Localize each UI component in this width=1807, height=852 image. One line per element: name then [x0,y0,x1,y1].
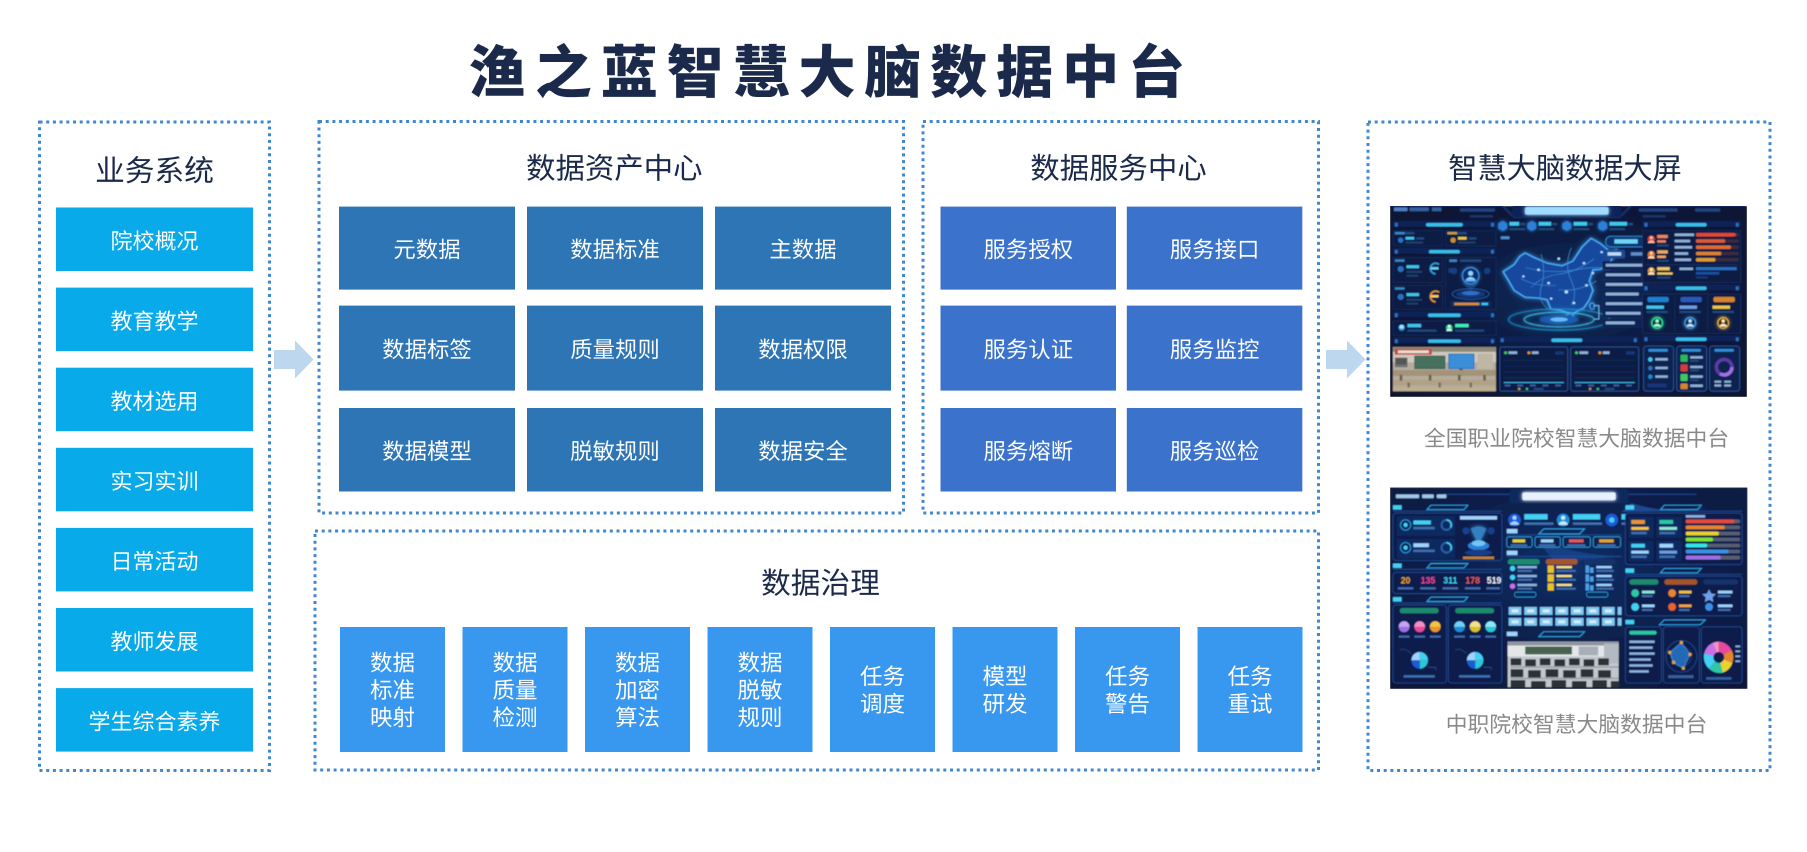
svg-text:178: 178 [1465,575,1480,585]
svg-text:519: 519 [1487,575,1502,585]
svg-text:135: 135 [1421,575,1436,585]
svg-text:311: 311 [1443,575,1457,585]
svg-text:20: 20 [1401,575,1411,585]
